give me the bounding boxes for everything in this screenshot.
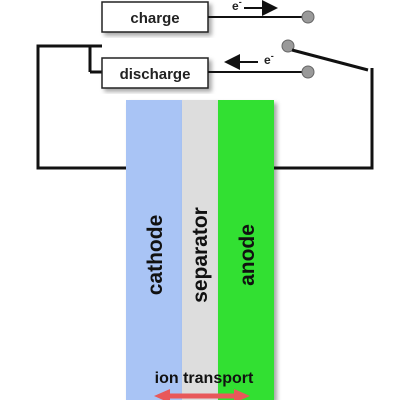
separator-label: separator [189,207,212,303]
terminal-discharge [301,65,315,79]
charge-label: charge [130,10,179,27]
discharge-box [101,57,209,89]
cathode-layer [126,100,182,400]
terminal-charge [301,10,315,24]
discharge-label: discharge [120,66,191,83]
switch-lever [291,48,369,72]
circuit-wire [36,44,126,170]
cathode-label: cathode [144,215,167,296]
separator-layer [182,100,218,400]
electron-label-charge: e- [232,0,242,13]
right-circuit-wire [274,68,374,170]
terminal-switch-pivot [281,39,295,53]
anode-layer [218,100,274,400]
ion-transport-arrow [154,389,250,400]
ion-transport-label: ion transport [155,370,254,387]
charge-box [101,1,209,33]
electron-label-discharge: e- [264,51,274,67]
anode-label: anode [236,224,259,286]
